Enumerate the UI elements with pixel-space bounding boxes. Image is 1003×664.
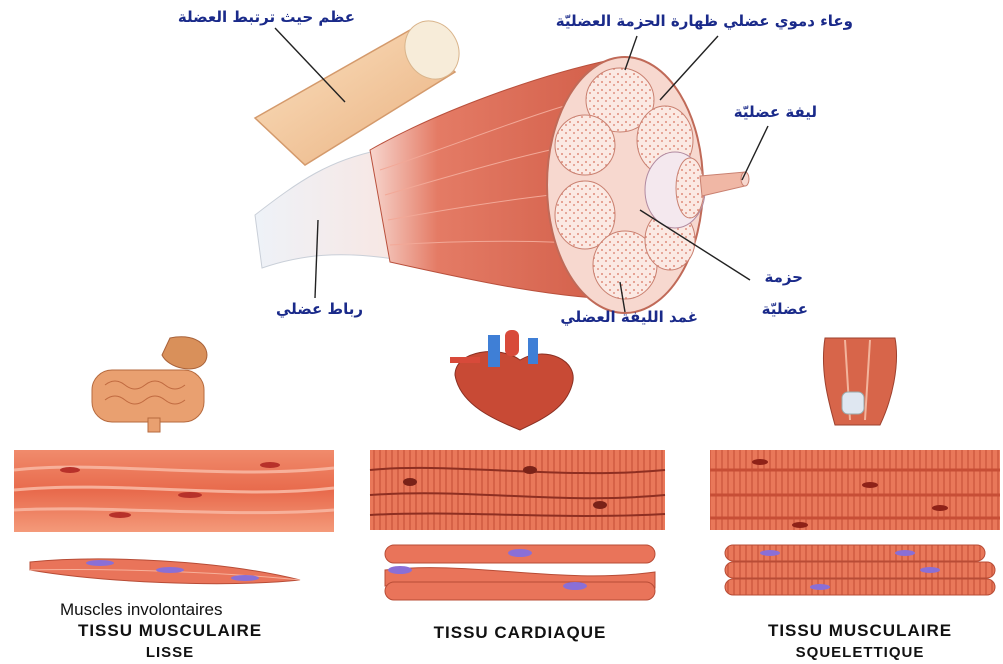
- smooth-cells-diagram: [30, 559, 300, 584]
- skeletal-tissue-micrograph: [710, 450, 1000, 530]
- fiber-leader: [742, 126, 768, 180]
- skeletal-caption-line2: SQUELETTIQUE: [720, 642, 1000, 664]
- bone-label: عظم حيث ترتبط العضلة: [178, 8, 355, 26]
- intestine-icon: [92, 337, 207, 432]
- cardiac-cells-diagram: [385, 545, 655, 600]
- heart-icon: [450, 330, 573, 430]
- vessel-leader-2: [660, 36, 718, 100]
- cardiac-tissue-micrograph: [370, 450, 665, 530]
- skeletal-cells-diagram: [725, 545, 995, 595]
- smooth-caption-line2: LISSE: [40, 642, 300, 664]
- smooth-tissue-micrograph: [14, 450, 334, 532]
- cardiac-caption: TISSU CARDIAQUE: [385, 622, 655, 644]
- skeletal-caption-line1: TISSU MUSCULAIRE: [720, 620, 1000, 642]
- muscle-cross-section: [547, 57, 749, 313]
- bundle-label-line2: عضليّة: [762, 300, 808, 318]
- fiber-label: ليفة عضليّة: [734, 103, 817, 121]
- vessel-label: وعاء دموي عضلي ظهارة الحزمة العضليّة: [556, 12, 853, 30]
- smooth-note: Muscles involontaires: [60, 600, 223, 620]
- leg-muscle-icon: [823, 338, 896, 425]
- smooth-caption-line1: TISSU MUSCULAIRE: [40, 620, 300, 642]
- sheath-label: غمد الليفة العضلي: [560, 308, 698, 326]
- bundle-label-line1: حزمة: [764, 268, 803, 286]
- tendon-label: رباط عضلي: [276, 300, 363, 318]
